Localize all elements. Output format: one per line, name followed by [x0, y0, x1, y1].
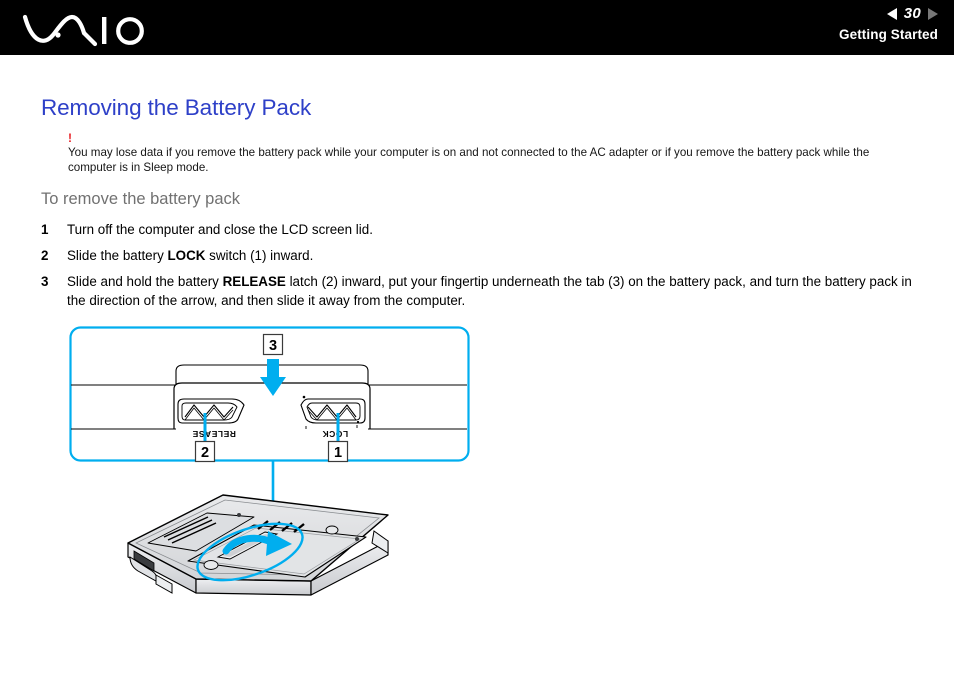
step-fragment: switch (1) inward.: [205, 248, 314, 263]
page-number: 30: [903, 5, 921, 22]
step-fragment: latch (2) inward, put your fingertip und…: [67, 274, 912, 308]
page-navigator: 30: [738, 4, 938, 24]
cyan-down-arrow-icon: [260, 359, 286, 396]
cyan-rotation-arrow-icon: [222, 531, 292, 556]
callout-label-2: 2: [201, 445, 209, 461]
instruction-step: 2 Slide the battery LOCK switch (1) inwar…: [41, 246, 916, 265]
exclamation-icon: !: [68, 131, 72, 145]
instruction-step: 1 Turn off the computer and close the LCD…: [41, 220, 916, 239]
step-text: Slide the battery LOCK switch (1) inward…: [67, 246, 916, 265]
step-number: 2: [41, 248, 49, 263]
section-subheading: To remove the battery pack: [41, 190, 241, 208]
header-section-label: Getting Started: [838, 27, 938, 42]
warning-note: ! You may lose data if you remove the ba…: [68, 131, 913, 176]
warning-note-text: You may lose data if you remove the batt…: [68, 146, 870, 175]
triangle-left-icon[interactable]: [886, 8, 897, 20]
header-right-block: 30 Getting Started: [738, 4, 938, 42]
step-emphasis: LOCK: [167, 248, 206, 263]
step-number: 3: [41, 274, 49, 289]
step-fragment: Slide and hold the battery: [67, 274, 223, 289]
cyan-highlight-oval: [196, 522, 304, 582]
callout-label-1: 1: [334, 445, 342, 461]
page-header: 30 Getting Started: [0, 0, 954, 55]
instruction-steps: 1 Turn off the computer and close the LCD…: [41, 220, 916, 317]
callout-label-3: 3: [269, 338, 277, 354]
triangle-right-icon[interactable]: [928, 8, 938, 20]
vaio-logo: [22, 6, 150, 48]
page-title: Removing the Battery Pack: [41, 95, 312, 120]
step-text: Turn off the computer and close the LCD …: [67, 220, 916, 239]
step-emphasis: RELEASE: [222, 274, 286, 289]
step-text: Slide and hold the battery RELEASE latch…: [67, 272, 916, 310]
step-number: 1: [41, 222, 49, 237]
step-fragment: Slide the battery: [67, 248, 168, 263]
step-fragment: Turn off the computer and close the LCD …: [67, 222, 373, 237]
instruction-step: 3 Slide and hold the battery RELEASE latc…: [41, 272, 916, 310]
release-latch-label: RELEASE: [192, 429, 236, 439]
battery-removal-diagram: RELEASE LOCK 3 2 1: [68, 325, 488, 635]
lock-switch-label: LOCK: [322, 429, 348, 439]
laptop-bottom-illustration: [127, 494, 389, 596]
